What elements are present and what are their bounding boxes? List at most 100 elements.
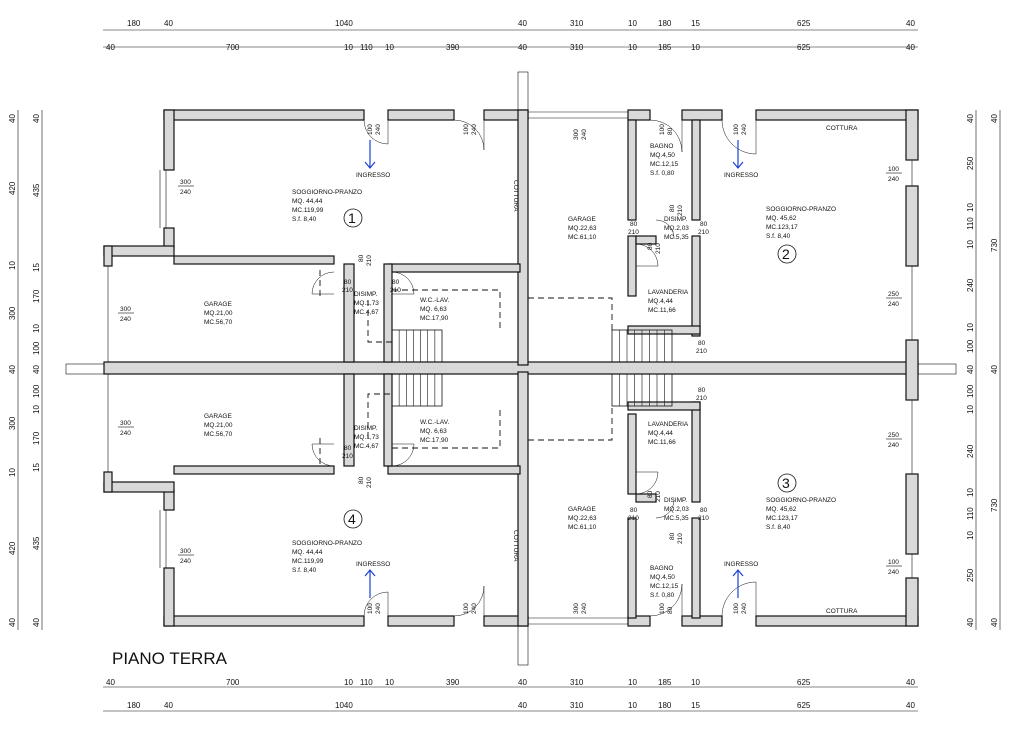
dim-bottom-inner-2: 10 (344, 678, 353, 687)
opening-width: 80 (700, 221, 708, 228)
dim-bottom-outer-5: 10 (628, 701, 637, 710)
dim-right-inner-3: 110 (966, 217, 975, 230)
stair-steps (398, 330, 665, 406)
dim-top-inner-6: 40 (518, 43, 527, 52)
opening-width: 80 (630, 507, 638, 514)
room-volume: MC.56,70 (204, 319, 233, 326)
opening-width: 100 (367, 124, 374, 135)
ingresso-label-1: INGRESSO (356, 172, 390, 179)
opening-height: 240 (375, 603, 382, 614)
opening-height: 210 (698, 229, 709, 236)
dim-top-inner-8: 10 (628, 43, 637, 52)
opening-height: 240 (581, 603, 588, 614)
dim-bottom-inner-11: 625 (797, 678, 811, 687)
opening-width: 300 (573, 603, 580, 614)
opening-height: 240 (120, 430, 131, 437)
room-area: MQ.21,00 (204, 310, 233, 317)
dim-right-inner-7: 100 (966, 339, 975, 353)
opening-height: 240 (581, 129, 588, 140)
room-volume: MC.61,10 (568, 234, 597, 241)
ingresso-label-3: INGRESSO (356, 561, 390, 568)
opening-height: 240 (888, 301, 899, 308)
arrow-down-icon (732, 140, 744, 169)
room-volume: MC.4,67 (354, 443, 379, 450)
dim-bottom-outer-1: 40 (164, 701, 173, 710)
opening-width: 100 (888, 559, 899, 566)
lavanderia-top-label: LAVANDERIA MQ.4,44 MC.11,66 (648, 289, 689, 314)
dim-right-outer-3: 730 (990, 498, 999, 512)
bottom-dimension-chain: 40 700 10 110 10 390 40 310 10 185 10 62… (103, 678, 918, 712)
arrow-up-icon (364, 569, 376, 598)
dim-right-inner-15: 250 (966, 568, 975, 582)
opening-width: 80 (358, 254, 365, 262)
disimp-bottom-left-label: DISIMP. MQ.1,73 MC.4,67 (354, 425, 379, 450)
bagno-top-label: BAGNO MQ.4,50 MC.12,15 S.f. 0,80 (650, 143, 679, 177)
unit-volume: MC.119,99 (292, 207, 324, 214)
room-name: DISIMP. (354, 291, 378, 298)
room-sf: S.f. 0,80 (650, 592, 675, 599)
dim-left-outer-7: 420 (8, 541, 17, 555)
room-name: LAVANDERIA (648, 289, 689, 296)
room-name: GARAGE (568, 506, 596, 513)
opening-labels: 300 240 300 240 300 240 300 240 100 240 … (118, 124, 902, 614)
opening-width: 100 (367, 603, 374, 614)
cottura-label-3: COTTURA (826, 608, 858, 615)
opening-height: 240 (741, 124, 748, 135)
dim-left-inner-3: 170 (32, 289, 41, 303)
dim-bottom-inner-0: 40 (106, 678, 115, 687)
room-volume: MC.4,67 (354, 309, 379, 316)
dim-right-inner-13: 110 (966, 507, 975, 520)
arrow-up-icon (732, 569, 744, 598)
entrance-arrows (364, 140, 744, 598)
unit-number: 4 (348, 511, 356, 527)
dim-top-inner-0: 40 (106, 43, 115, 52)
dim-bottom-inner-8: 10 (628, 678, 637, 687)
unit-sf: S.f. 8,40 (766, 524, 791, 531)
dim-left-outer-2: 10 (8, 261, 17, 270)
unit-number: 3 (782, 475, 790, 491)
cottura-label-4: COTTURA (512, 530, 519, 562)
opening-height: 210 (628, 229, 639, 236)
unit-volume: MC.123,17 (766, 224, 798, 231)
opening-width: 100 (659, 603, 666, 614)
dim-left-outer-6: 10 (8, 468, 17, 477)
opening-width: 80 (392, 279, 400, 286)
dim-top-inner-1: 700 (226, 43, 240, 52)
dim-bottom-outer-7: 15 (691, 701, 700, 710)
room-area: MQ.21,00 (204, 422, 233, 429)
opening-width: 300 (120, 306, 131, 313)
dim-left-outer-8: 40 (8, 618, 17, 627)
opening-height: 210 (390, 287, 401, 294)
room-volume: MC.5,35 (664, 515, 689, 522)
unit-area: MQ. 45,62 (766, 506, 797, 513)
dim-top-inner-12: 40 (906, 43, 915, 52)
unit-area: MQ. 44,44 (292, 198, 323, 205)
dim-bottom-inner-5: 390 (446, 678, 460, 687)
dim-left-outer-3: 300 (8, 306, 17, 320)
dim-top-inner-10: 10 (691, 43, 700, 52)
cottura-label-2: COTTURA (826, 125, 858, 132)
disimp-top-left-label: DISIMP. MQ.1,73 MC.4,67 (354, 291, 379, 316)
room-name: LAVANDERIA (648, 421, 689, 428)
dim-left-outer-5: 300 (8, 416, 17, 430)
dim-bottom-outer-2: 1040 (335, 701, 353, 710)
dim-bottom-outer-0: 180 (127, 701, 141, 710)
room-area: MQ.4,44 (648, 430, 673, 437)
room-sf: S.f. 0,80 (650, 170, 675, 177)
opening-width: 100 (659, 124, 666, 135)
room-name: GARAGE (204, 413, 232, 420)
opening-height: 210 (655, 491, 662, 502)
dim-bottom-inner-9: 185 (658, 678, 672, 687)
garage-bottom-left-label: GARAGE MQ.21,00 MC.56,70 (204, 413, 233, 438)
room-name: GARAGE (568, 216, 596, 223)
dim-top-outer-8: 625 (797, 19, 811, 28)
opening-width: 100 (463, 603, 470, 614)
room-volume: MC.61,10 (568, 524, 597, 531)
dim-bottom-inner-12: 40 (906, 678, 915, 687)
opening-width: 300 (573, 129, 580, 140)
opening-height: 210 (366, 477, 373, 488)
room-volume: MC.17,90 (420, 437, 449, 444)
dim-bottom-inner-3: 110 (360, 678, 373, 687)
room-name: GARAGE (204, 301, 232, 308)
opening-height: 80 (667, 606, 674, 614)
